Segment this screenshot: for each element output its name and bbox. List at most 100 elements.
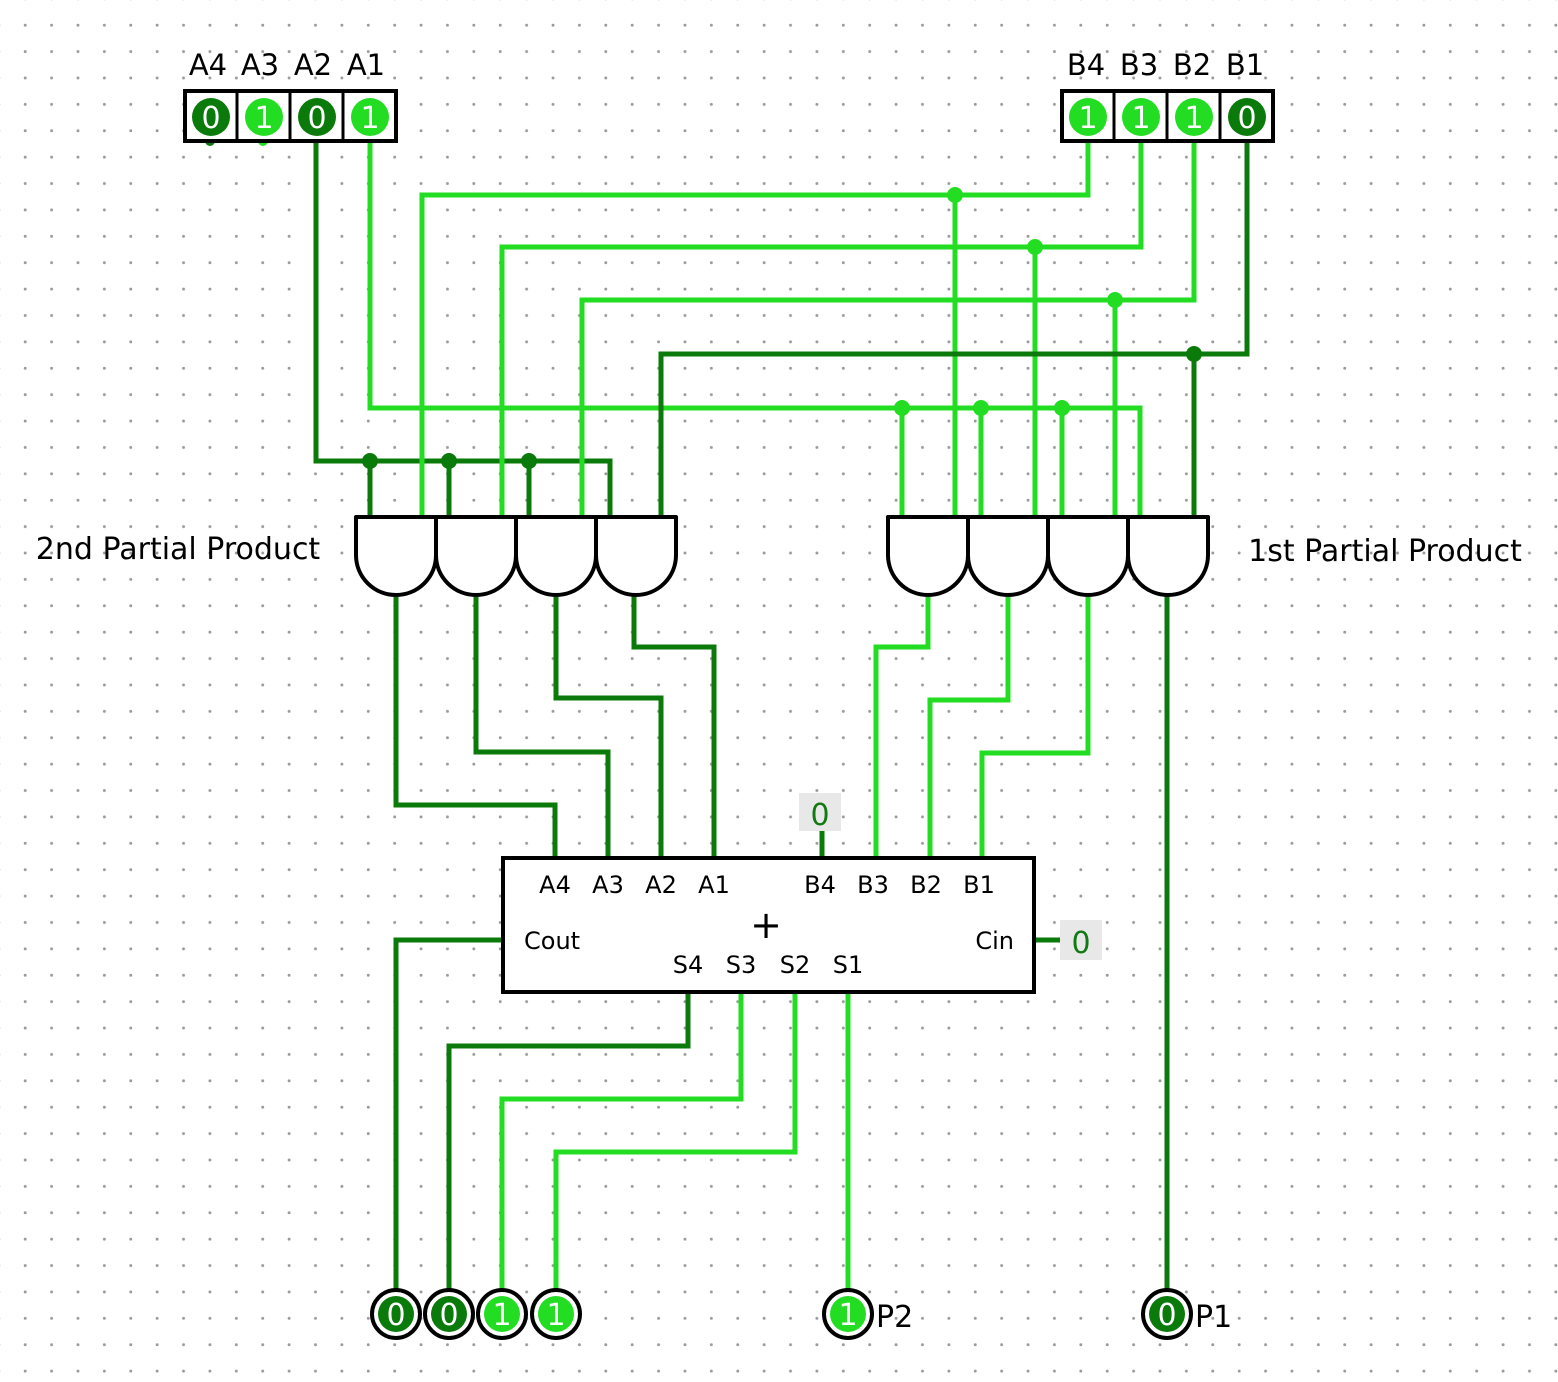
input-a3-indicator[interactable]	[245, 98, 283, 136]
wire-s3	[499, 989, 744, 1293]
junction-dot	[947, 187, 963, 203]
input-b1-label: B1	[1226, 48, 1264, 82]
wire-cout	[393, 937, 506, 1293]
output-s2-indicator	[538, 1296, 574, 1332]
wire-pp2-2	[553, 591, 664, 861]
input-b3-indicator[interactable]	[1122, 98, 1160, 136]
input-a2-label: A2	[294, 48, 332, 82]
junction-dot	[973, 400, 989, 416]
constant-cin[interactable]: 0	[1060, 920, 1102, 961]
output-s2-value: 1	[546, 1298, 565, 1333]
junction-dot	[521, 453, 537, 469]
wire-pp1-0	[873, 591, 931, 861]
adder-pin-s4: S4	[673, 951, 704, 979]
input-b4-value: 1	[1078, 101, 1097, 136]
input-pins-b[interactable]: 1 1 1 0 B4 B3 B2 B1	[1060, 48, 1275, 143]
and-gate-pp2-2[interactable]	[434, 515, 518, 597]
wire-b3	[499, 138, 1144, 520]
output-pin-p1: 0 P1	[1141, 1288, 1232, 1340]
adder-pin-s3: S3	[726, 951, 757, 979]
output-p1-value: 0	[1157, 1298, 1176, 1333]
and-gate-pp2-1[interactable]	[354, 515, 438, 597]
input-b3-value: 1	[1131, 101, 1150, 136]
and-gate-pp1-1[interactable]	[886, 515, 970, 597]
adder-pin-b4: B4	[804, 871, 836, 899]
output-s4-indicator	[431, 1296, 467, 1332]
adder-pin-b2: B2	[910, 871, 942, 899]
wire-pp2-1	[473, 591, 611, 861]
input-b2-indicator[interactable]	[1175, 98, 1213, 136]
input-b1-value: 0	[1237, 101, 1256, 136]
constant-b4-value: 0	[810, 798, 829, 833]
adder-pin-a3: A3	[592, 871, 624, 899]
adder-pin-a1: A1	[698, 871, 730, 899]
output-p1-indicator	[1149, 1296, 1185, 1332]
output-pins-sum: 0 0 1 1	[370, 1288, 582, 1340]
and-gate-pp2-4[interactable]	[594, 515, 678, 597]
input-a3-label: A3	[241, 48, 279, 82]
output-pin-p2: 1 P2	[822, 1288, 913, 1340]
input-a4-label: A4	[189, 48, 227, 82]
input-b2-label: B2	[1173, 48, 1211, 82]
output-p2-label: P2	[876, 1300, 913, 1335]
and-gate-pp1-4[interactable]	[1126, 515, 1210, 597]
input-a2-value: 0	[307, 101, 326, 136]
adder-symbol: +	[750, 903, 782, 947]
input-b1-indicator[interactable]	[1228, 98, 1266, 136]
wire-pp2-3	[631, 591, 717, 861]
and-gate-pp2-3[interactable]	[514, 515, 598, 597]
wire-b2	[579, 138, 1197, 520]
wire-s2	[553, 989, 798, 1293]
adder-pin-b3: B3	[857, 871, 889, 899]
input-a4-indicator[interactable]	[192, 98, 230, 136]
output-cout-indicator	[378, 1296, 414, 1332]
wire-pp1-1	[927, 591, 1011, 861]
constant-b4[interactable]: 0	[799, 793, 841, 833]
four-bit-adder[interactable]: + A4 A3 A2 A1 B4 B3 B2 B1 Cout Cin S4 S3…	[501, 856, 1036, 994]
junction-dot	[894, 400, 910, 416]
input-pins-a[interactable]: 0 1 0 1 A4 A3 A2 A1	[183, 48, 398, 143]
wire-s4	[446, 989, 691, 1293]
output-cout-value: 0	[386, 1298, 405, 1333]
junction-dot	[1027, 239, 1043, 255]
output-p2-value: 1	[838, 1298, 857, 1333]
adder-pin-s2: S2	[780, 951, 811, 979]
second-partial-product-label: 2nd Partial Product	[36, 532, 321, 567]
junction-dot	[1054, 400, 1070, 416]
and-gate-pp1-3[interactable]	[1046, 515, 1130, 597]
constant-cin-value: 0	[1071, 926, 1090, 961]
first-partial-product-label: 1st Partial Product	[1248, 534, 1522, 569]
adder-pin-a4: A4	[539, 871, 571, 899]
input-a1-indicator[interactable]	[351, 98, 389, 136]
output-p1-label: P1	[1195, 1300, 1232, 1335]
adder-pin-a2: A2	[645, 871, 677, 899]
input-a1-value: 1	[360, 101, 379, 136]
wire-a1	[367, 138, 1143, 520]
wire-b4	[419, 138, 1091, 520]
output-s3-value: 1	[492, 1298, 511, 1333]
input-b4-label: B4	[1067, 48, 1105, 82]
adder-pin-cin: Cin	[975, 927, 1014, 955]
adder-pin-b1: B1	[963, 871, 995, 899]
wire-pp1-2	[979, 591, 1091, 861]
junction-dot	[362, 453, 378, 469]
input-a4-value: 0	[201, 101, 220, 136]
output-s3-indicator	[484, 1296, 520, 1332]
input-b3-label: B3	[1120, 48, 1158, 82]
junction-dot	[441, 453, 457, 469]
and-gate-pp1-2[interactable]	[966, 515, 1050, 597]
output-s4-value: 0	[439, 1298, 458, 1333]
adder-pin-s1: S1	[833, 951, 864, 979]
wire-a2	[313, 138, 613, 520]
input-a1-label: A1	[347, 48, 385, 82]
junction-dot	[1186, 346, 1202, 362]
input-b4-indicator[interactable]	[1069, 98, 1107, 136]
junction-dot	[1107, 292, 1123, 308]
input-a2-indicator[interactable]	[298, 98, 336, 136]
adder-pin-cout: Cout	[524, 927, 580, 955]
output-p2-indicator	[830, 1296, 866, 1332]
input-b2-value: 1	[1184, 101, 1203, 136]
wire-b1	[658, 138, 1250, 520]
